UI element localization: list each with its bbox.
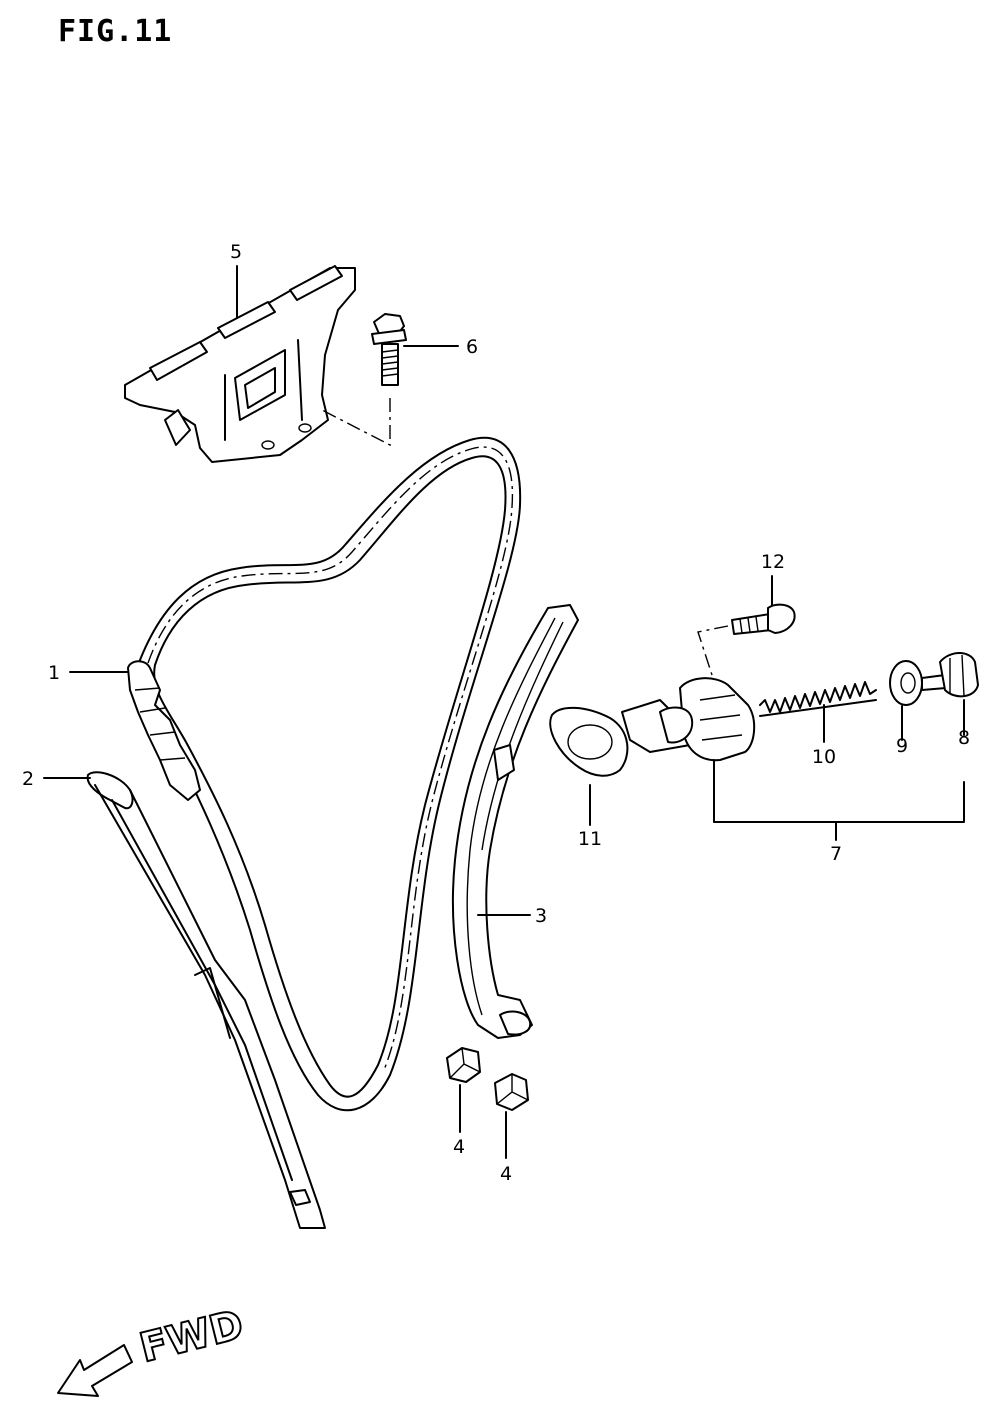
- part-1-cam-chain: [69, 436, 522, 1112]
- callout-6: 6: [466, 336, 478, 358]
- callout-5: 5: [230, 241, 242, 263]
- callout-12: 12: [761, 551, 785, 573]
- part-5-chain-guide-upper: [124, 265, 356, 463]
- callout-4-lower: 4: [500, 1163, 512, 1185]
- callout-3: 3: [535, 905, 547, 927]
- figure-title: FIG.11: [58, 14, 173, 49]
- callout-7: 7: [830, 843, 842, 865]
- callout-8: 8: [958, 727, 970, 749]
- part-4-damper-blocks: [446, 1047, 529, 1159]
- callout-10: 10: [812, 746, 836, 768]
- callout-2: 2: [22, 768, 34, 790]
- part-10-spring: [759, 681, 877, 743]
- part-7-tensioner-assembly: [621, 677, 965, 841]
- callout-4-upper: 4: [453, 1136, 465, 1158]
- fwd-label: FWD: [135, 1302, 248, 1372]
- part-3-chain-guide-right: [451, 604, 579, 1039]
- callout-11: 11: [578, 828, 602, 850]
- part-11-gasket: [549, 706, 629, 826]
- callout-1: 1: [48, 662, 60, 684]
- part-12-bolt: [697, 575, 796, 676]
- part-2-chain-guide-left: [43, 771, 326, 1229]
- part-8-cap-bolt: [921, 652, 979, 736]
- part-6-bolt: [321, 313, 459, 447]
- forward-direction-arrow-icon: FWD: [57, 1301, 249, 1397]
- callout-9: 9: [896, 735, 908, 757]
- part-9-washer: [889, 660, 923, 741]
